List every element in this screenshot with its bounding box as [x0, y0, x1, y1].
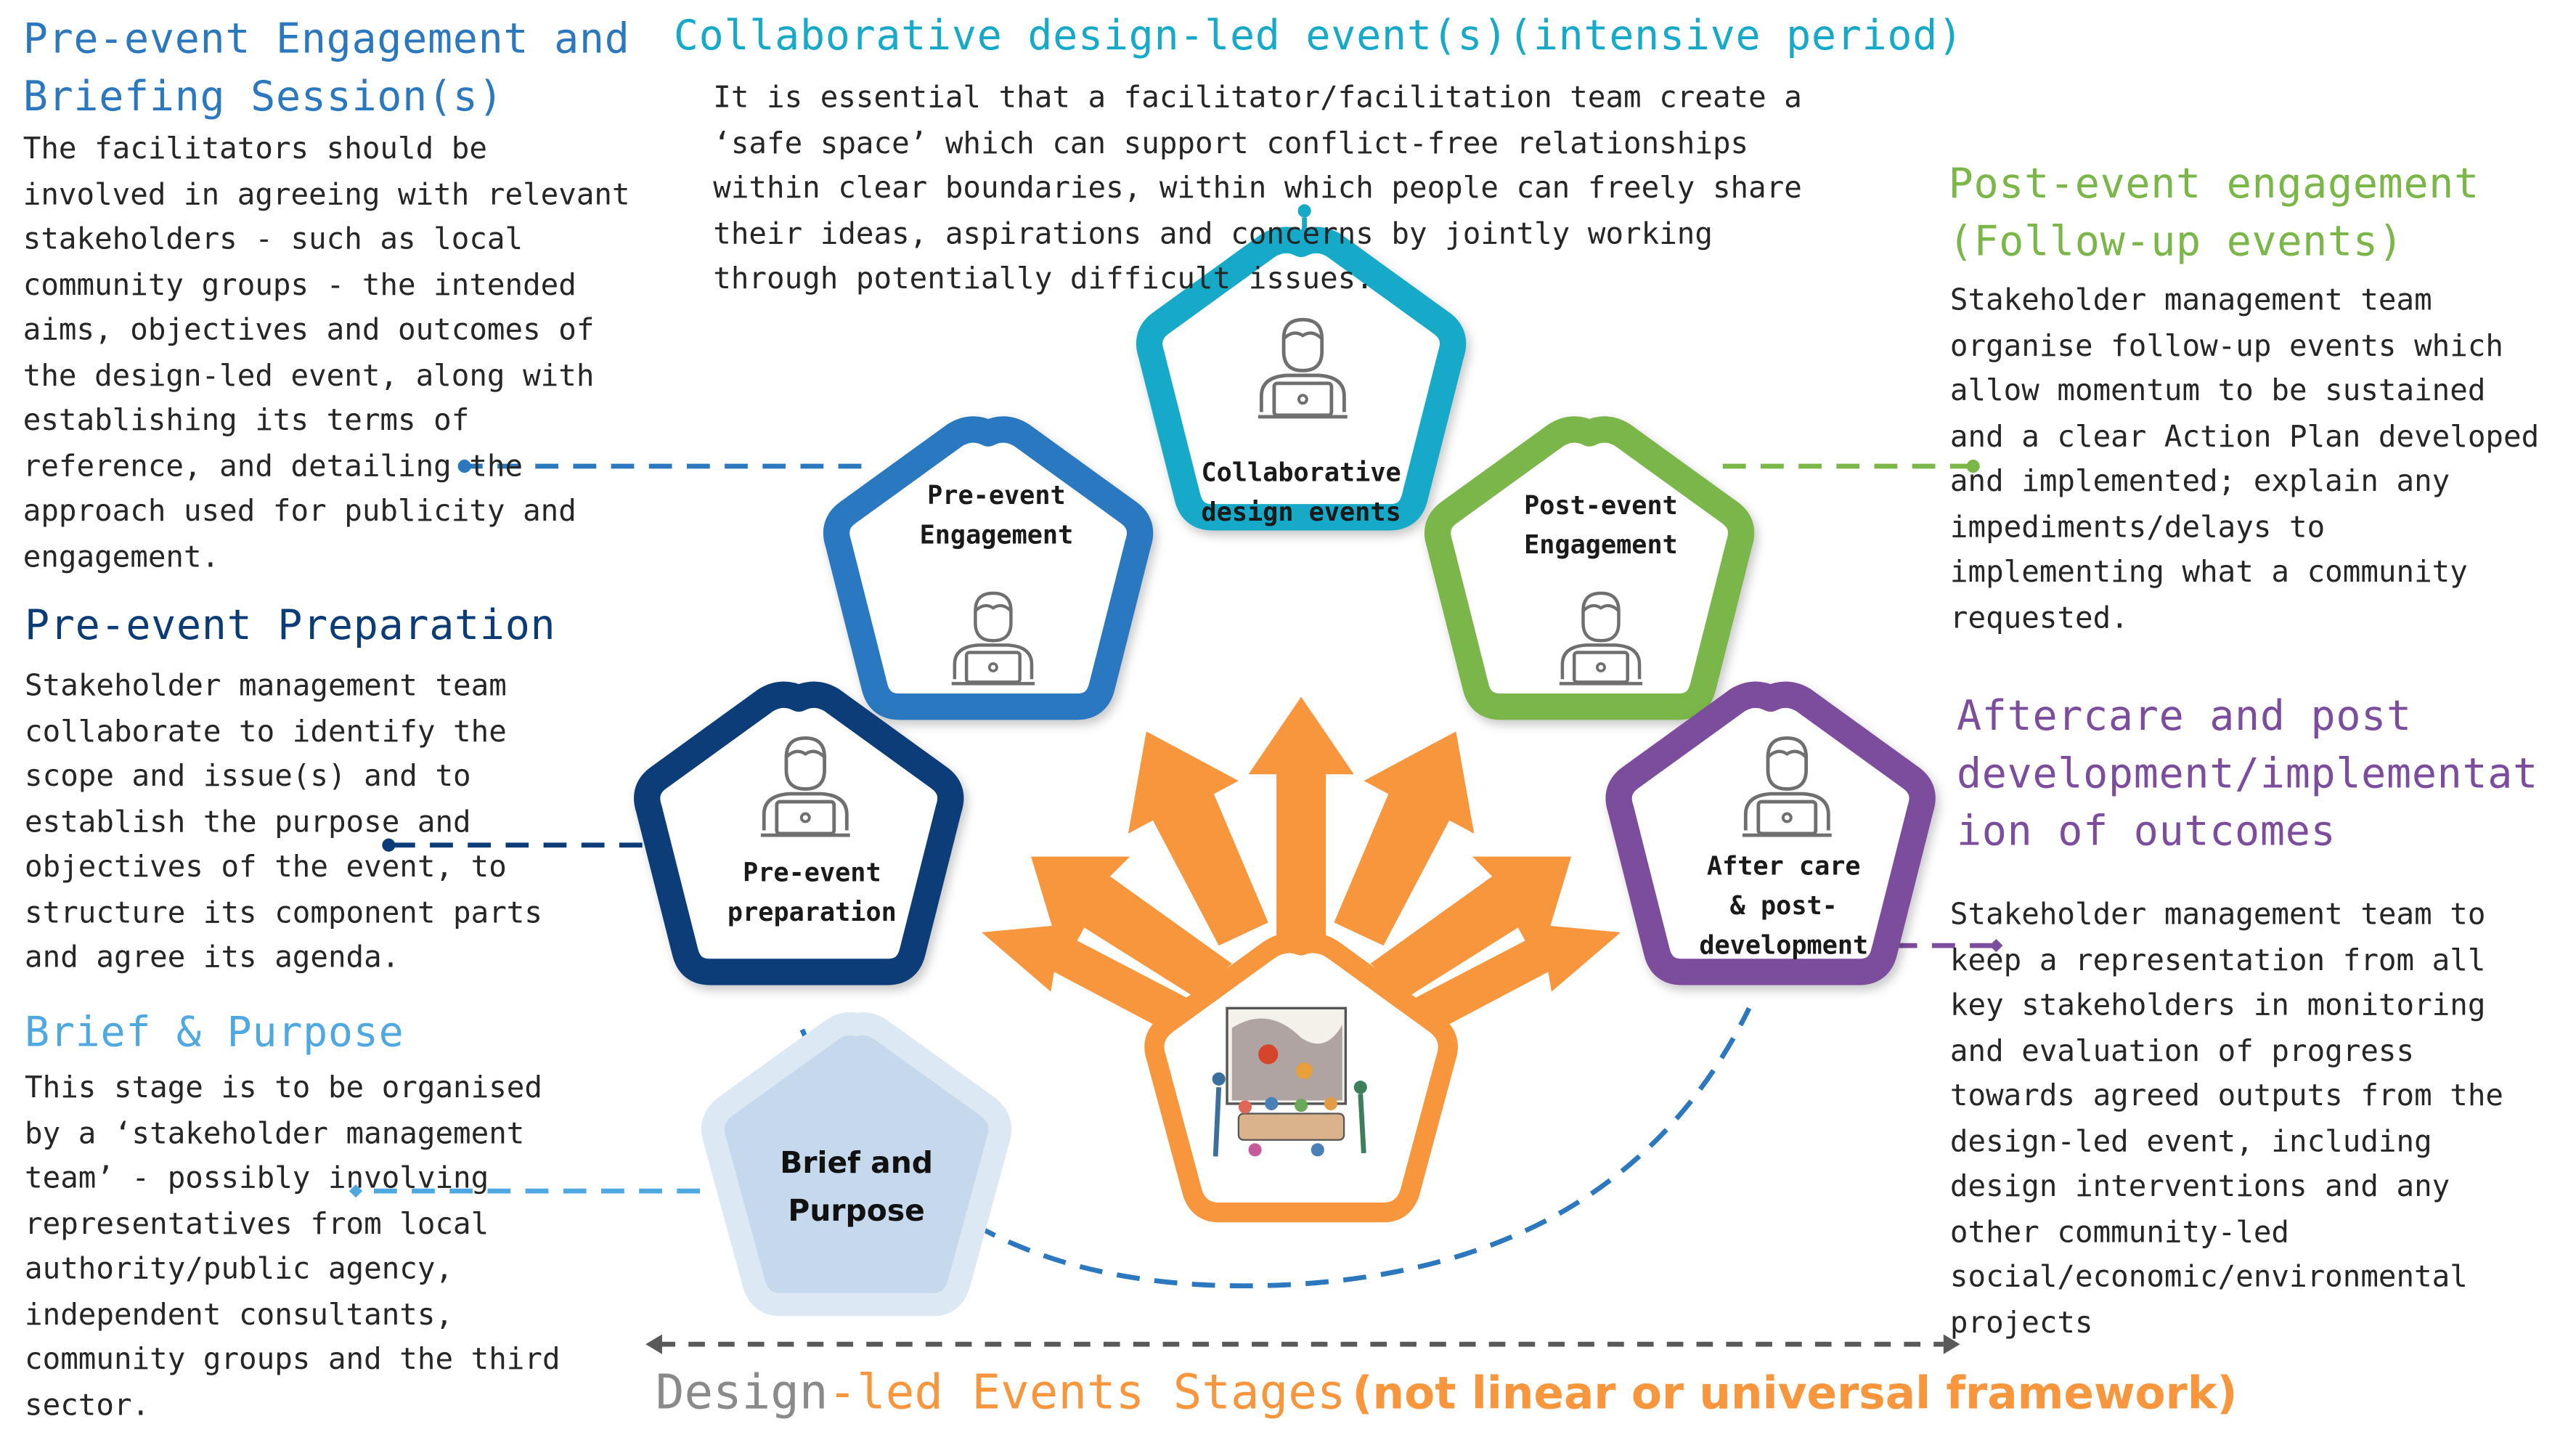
- node-label-pre-engagement: Pre-event Engagement: [919, 481, 1074, 550]
- arrow-up: [1248, 696, 1354, 956]
- heading-post-event: Post-event engagement (Follow-up events): [1948, 160, 2479, 266]
- node-label-post-engagement: Post-event Engagement: [1524, 491, 1678, 561]
- node-post-engagement: [1424, 416, 1755, 720]
- node-label-aftercare: After care & post- development: [1699, 851, 1869, 961]
- heading-aftercare: Aftercare and post development/implement…: [1956, 691, 2538, 855]
- arrow-left: [1031, 856, 1232, 997]
- footer-title-part1: Design: [655, 1364, 828, 1420]
- pentagon-pre-engagement: [823, 416, 1154, 720]
- node-label-preparation: Pre-event preparation: [727, 858, 897, 928]
- brief-pentagon: [701, 1012, 1012, 1317]
- body-pre-event-preparation: Stakeholder management team collaborate …: [25, 669, 542, 975]
- heading-pre-event-preparation: Pre-event Preparation: [25, 601, 556, 649]
- connectors: [349, 204, 2003, 1347]
- pentagon-collaborative: [1136, 227, 1467, 531]
- heading-collaborative: Collaborative design-led event(s)(intens…: [673, 11, 1963, 60]
- arrow-right: [1370, 856, 1572, 997]
- connector-dot: [1297, 204, 1311, 218]
- center-node: [1144, 933, 1458, 1223]
- arc-connector: [799, 1006, 1752, 1289]
- timeline-arrowhead-left: [645, 1334, 662, 1354]
- arrow-up-left: [1128, 731, 1268, 946]
- body-pre-event-engagement: The facilitators should be involved in a…: [23, 131, 630, 574]
- arrow-far-right: [1408, 922, 1621, 1035]
- footer-title: Design-led Events Stages (not linear or …: [656, 1364, 2238, 1420]
- workshop-sketch-icon: [1212, 1006, 1367, 1157]
- footer-title-part3: (not linear or universal framework): [1352, 1369, 2238, 1420]
- connector-dot: [457, 459, 471, 473]
- connector-dot: [382, 838, 396, 852]
- connector-dot: [1989, 939, 2003, 953]
- body-collaborative: It is essential that a facilitator/facil…: [713, 81, 1802, 297]
- connector-dot: [1966, 459, 1980, 473]
- node-collaborative: [1136, 227, 1467, 531]
- heading-brief: Brief & Purpose: [25, 1008, 404, 1057]
- timeline-arrowhead-right: [1943, 1334, 1960, 1354]
- body-aftercare: Stakeholder management team to keep a re…: [1949, 898, 2504, 1341]
- body-post-event: Stakeholder management team organise fol…: [1949, 283, 2540, 635]
- node-label-brief: Brief and Purpose: [780, 1146, 933, 1229]
- body-brief: This stage is to be organised by a ‘stak…: [25, 1070, 561, 1423]
- pentagon-post-engagement: [1424, 416, 1755, 720]
- arrow-far-left: [982, 922, 1194, 1035]
- footer-title-part2: -led Events Stages: [828, 1364, 1346, 1420]
- heading-pre-event-engagement: Pre-event Engagement and Briefing Sessio…: [23, 15, 630, 121]
- node-pre-engagement: [823, 416, 1154, 720]
- arrow-fan: [982, 696, 1621, 1035]
- node-label-collaborative: Collaborative design events: [1201, 457, 1401, 527]
- arrow-up-right: [1334, 731, 1475, 946]
